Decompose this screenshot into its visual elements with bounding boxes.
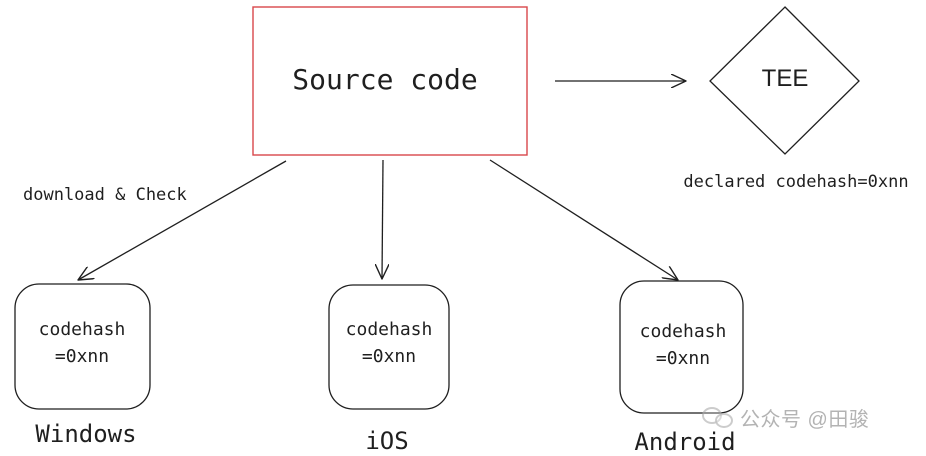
tee-label: TEE (762, 65, 809, 92)
windows-codehash-line2: =0xnn (55, 346, 109, 367)
windows-platform-label: Windows (35, 420, 136, 448)
ios-codehash-line2: =0xnn (362, 346, 416, 367)
android-codehash-line1: codehash (640, 321, 727, 342)
download-check-label: download & Check (23, 185, 187, 205)
arrow-to-windows (78, 160, 287, 280)
arrow-to-ios (382, 159, 383, 279)
android-codehash-line2: =0xnn (656, 348, 710, 369)
ios-codehash-line1: codehash (346, 319, 433, 340)
windows-codehash-line1: codehash (39, 319, 126, 340)
source-code-box (252, 6, 528, 156)
ios-codehash-box (328, 284, 450, 410)
source-code-label: Source code (292, 63, 477, 96)
tee-diamond (709, 6, 860, 155)
android-codehash-box (619, 280, 744, 414)
arrow-to-android (489, 159, 678, 280)
ios-platform-label: iOS (365, 427, 408, 455)
tee-caption: declared codehash=0xnn (683, 172, 908, 192)
android-platform-label: Android (634, 428, 735, 456)
windows-codehash-box (14, 283, 151, 410)
